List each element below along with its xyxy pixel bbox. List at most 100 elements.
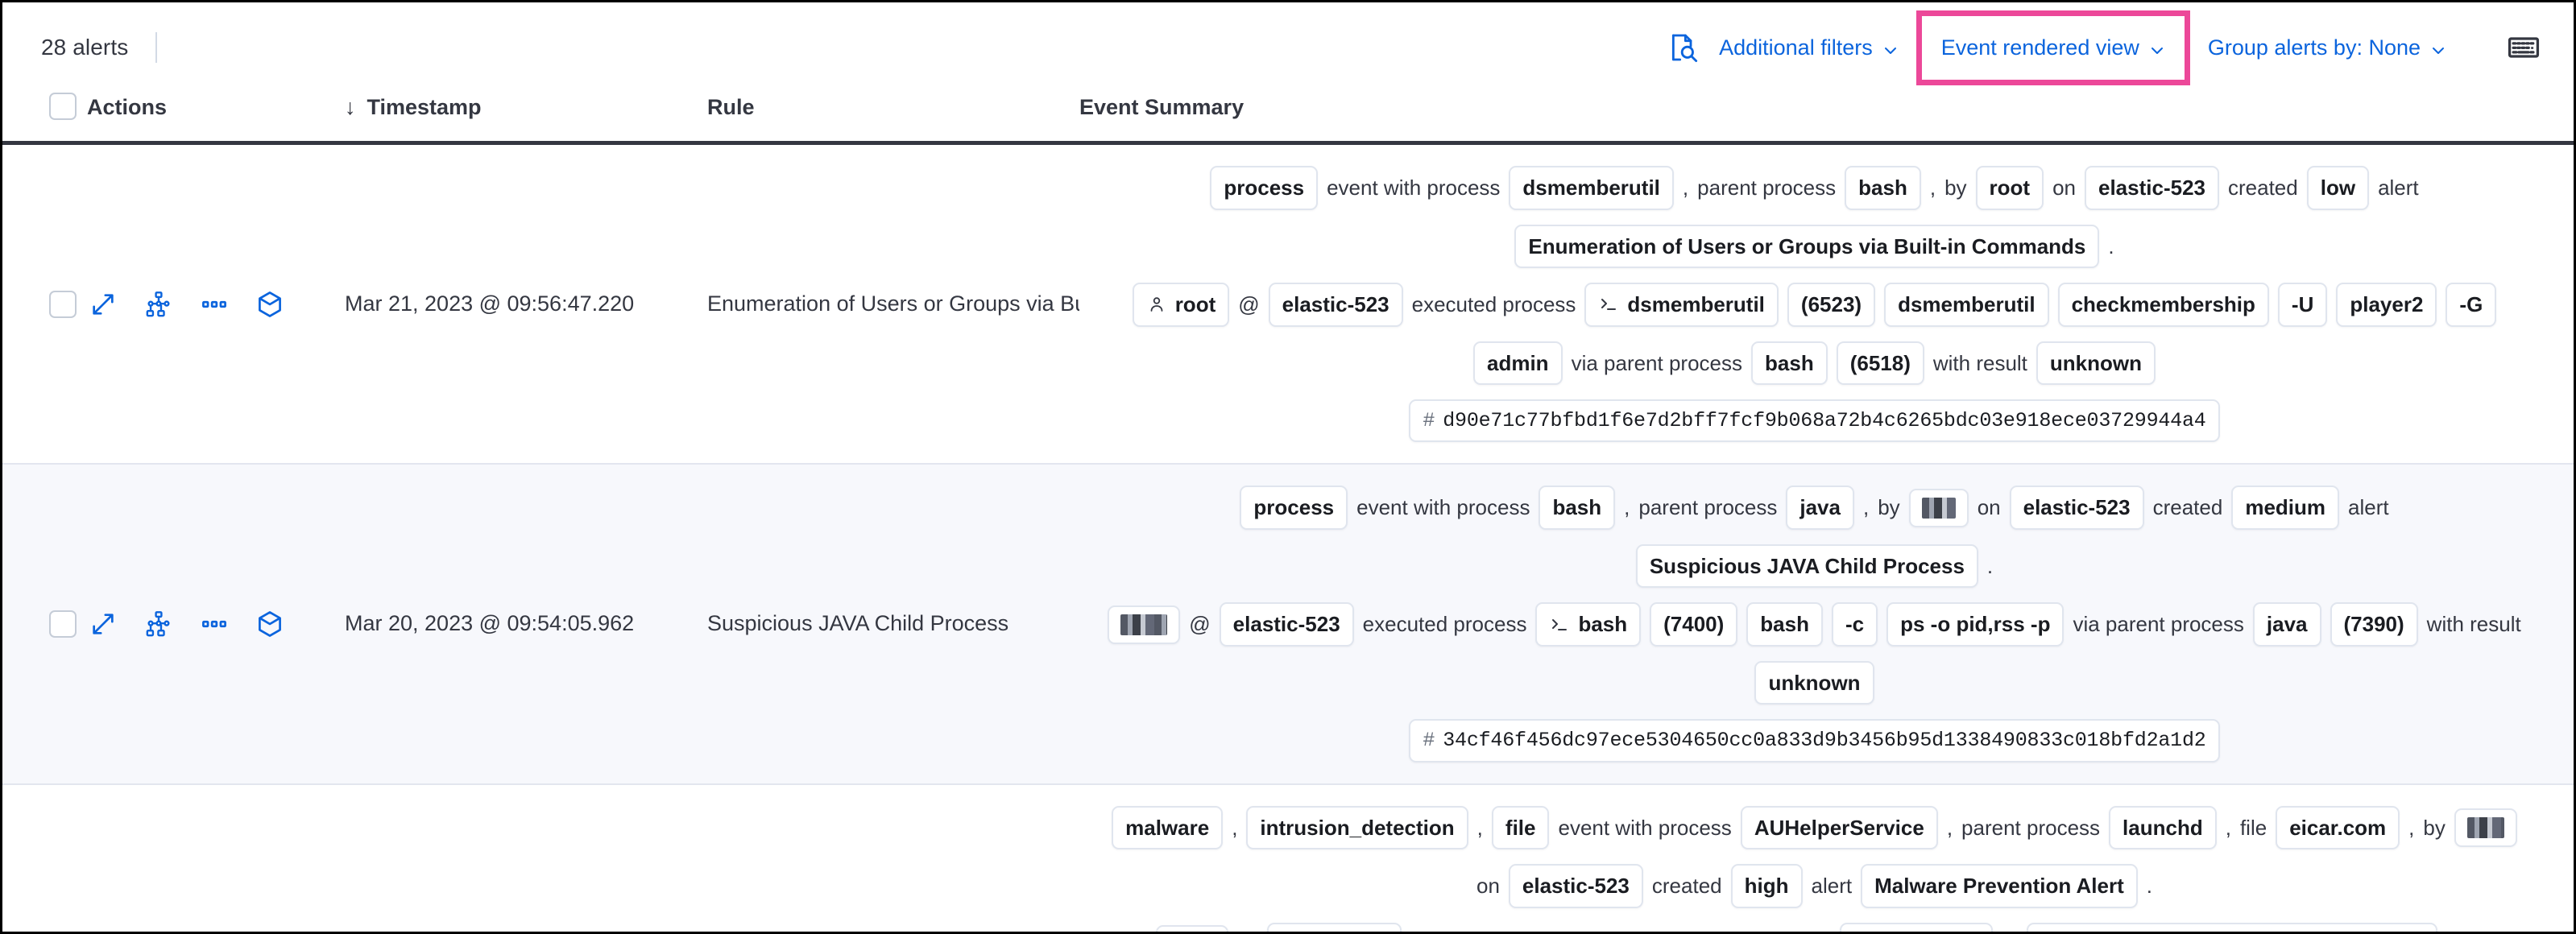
summary-text: , (2408, 815, 2415, 840)
expand-alert-details-icon[interactable] (87, 608, 119, 640)
event-field-chip[interactable]: bash (1751, 341, 1828, 385)
event-field-chip[interactable]: (7400) (1650, 602, 1738, 647)
event-field-chip[interactable]: low (2306, 166, 2370, 210)
redacted-user-chip[interactable] (1908, 488, 1969, 527)
event-field-chip[interactable]: eicar.com (2276, 805, 2400, 849)
summary-text: . (2146, 874, 2153, 898)
chip-label: file (1505, 815, 1536, 840)
event-field-chip[interactable]: bash (1535, 602, 1642, 647)
event-field-chip[interactable]: dsmemberutil (1584, 283, 1779, 327)
chip-label: elastic-523 (2098, 176, 2205, 200)
chip-label: ps -o pid,rss -p (1900, 612, 2051, 637)
event-field-chip[interactable]: java (2252, 602, 2321, 647)
additional-filters-dropdown[interactable]: Additional filters (1706, 27, 1911, 68)
event-field-chip[interactable]: unknown (2036, 341, 2156, 385)
event-field-chip[interactable]: elastic-523 (1508, 864, 1643, 908)
event-field-chip[interactable]: file (1491, 805, 1550, 849)
redaction-block (1921, 497, 1956, 519)
chip-label: (6518) (1849, 350, 1911, 375)
event-summary-line: Enumeration of Users or Groups via Built… (1079, 224, 2549, 268)
row-rule-name[interactable]: Enumeration of Users or Groups via Bui (707, 291, 1079, 316)
analyze-event-icon[interactable] (143, 608, 175, 640)
event-field-chip[interactable]: elastic-523 (2009, 486, 2144, 530)
row-select-checkbox[interactable] (49, 290, 77, 318)
event-field-chip[interactable]: bash (1539, 486, 1616, 530)
header-event-summary[interactable]: Event Summary (1079, 93, 2574, 143)
event-field-chip[interactable]: -U (2277, 283, 2328, 327)
table-row[interactable]: Mar 21, 2023 @ 09:56:47.220 Enumeration o… (2, 143, 2574, 464)
event-field-chip[interactable]: (6518) (1836, 341, 1924, 385)
chip-label: (6523) (1800, 292, 1862, 316)
chip-label: bash (1858, 176, 1907, 200)
file-hash-chip[interactable]: #d90e71c77bfbd1f6e7d2bff7fcf9b068a72b4c6… (1409, 399, 2220, 443)
keyboard-shortcuts-icon[interactable] (2501, 25, 2546, 70)
event-field-chip[interactable]: root (1132, 283, 1230, 327)
chip-label: (7390) (2343, 612, 2404, 637)
event-field-chip[interactable]: dsmemberutil (1884, 283, 2049, 327)
file-hash-chip[interactable]: #34cf46f456dc97ece5304650cc0a833d9b3456b… (1409, 719, 2220, 762)
event-field-chip[interactable]: elastic-523 (1267, 922, 1402, 932)
event-field-chip[interactable]: (6523) (1787, 283, 1876, 327)
row-rule-name[interactable]: Suspicious JAVA Child Process (707, 611, 1009, 636)
event-field-chip[interactable]: root (1975, 166, 2044, 210)
row-rule-name[interactable]: Malware Prevention Alert (707, 784, 1079, 932)
event-summary-line: unknown (1079, 660, 2549, 705)
redacted-user-chip[interactable] (1155, 924, 1228, 932)
event-field-chip[interactable]: process (1240, 486, 1348, 530)
event-field-chip[interactable]: /Users//EICAR/eicar.com (2027, 922, 2438, 932)
event-field-chip[interactable]: Malware Prevention Alert (1861, 864, 2138, 908)
event-field-chip[interactable]: launchd (2109, 805, 2217, 849)
event-field-chip[interactable]: Enumeration of Users or Groups via Built… (1514, 224, 2100, 268)
console-icon (1549, 614, 1570, 635)
select-all-checkbox[interactable] (49, 93, 77, 120)
event-field-chip[interactable]: bash (1845, 166, 1921, 210)
chip-label: unknown (2049, 350, 2142, 375)
event-field-chip[interactable]: medium (2231, 486, 2340, 530)
header-rule[interactable]: Rule (707, 93, 1079, 143)
event-field-chip[interactable]: elastic-523 (1268, 283, 1403, 327)
event-field-chip[interactable]: AUHelperService (1740, 805, 1938, 849)
event-field-chip[interactable]: admin (1472, 341, 1563, 385)
redacted-user-chip[interactable] (1108, 605, 1181, 644)
redacted-user-chip[interactable] (2454, 808, 2517, 847)
event-field-chip[interactable]: dsmemberutil (1509, 166, 1674, 210)
expand-alert-details-icon[interactable] (87, 288, 119, 320)
event-field-chip[interactable]: eicar.com (1839, 922, 1993, 932)
event-field-chip[interactable]: -c (1831, 602, 1878, 647)
table-row[interactable]: Mar 20, 2023 @ 09:43:38.348Malware Preve… (2, 784, 2574, 932)
event-field-chip[interactable]: checkmembership (2057, 283, 2269, 327)
event-field-chip[interactable]: ps -o pid,rss -p (1886, 602, 2065, 647)
more-actions-icon[interactable] (198, 608, 230, 640)
group-alerts-by-dropdown[interactable]: Group alerts by: None (2195, 27, 2459, 68)
summary-text: created (2227, 176, 2298, 200)
analyze-event-icon[interactable] (143, 288, 175, 320)
event-field-chip[interactable]: java (1786, 486, 1854, 530)
event-field-chip[interactable]: Suspicious JAVA Child Process (1635, 543, 1978, 589)
event-rendered-view-dropdown[interactable]: Event rendered view (1928, 27, 2178, 68)
more-actions-icon[interactable] (198, 288, 230, 320)
summary-text: parent process (1961, 815, 2101, 840)
event-field-chip[interactable]: -G (2446, 283, 2497, 327)
header-timestamp[interactable]: ↓ Timestamp (345, 93, 707, 143)
event-field-chip[interactable]: process (1210, 166, 1319, 210)
event-field-chip[interactable]: high (1730, 864, 1803, 908)
row-select-checkbox[interactable] (49, 610, 77, 638)
event-field-chip[interactable]: intrusion_detection (1246, 805, 1468, 849)
event-field-chip[interactable]: (7390) (2330, 602, 2418, 647)
event-field-chip[interactable]: malware (1112, 805, 1224, 849)
event-field-chip[interactable]: player2 (2336, 283, 2437, 327)
event-field-chip[interactable]: unknown (1754, 660, 1874, 705)
session-view-cube-icon[interactable] (254, 608, 286, 640)
summary-text: , (2225, 815, 2231, 840)
event-field-chip[interactable]: bash (1746, 602, 1823, 647)
session-view-cube-icon[interactable] (254, 288, 286, 320)
summary-text: @ (1189, 612, 1211, 637)
event-field-chip[interactable]: elastic-523 (2085, 166, 2219, 210)
inspect-query-icon[interactable] (1659, 24, 1706, 71)
event-field-chip[interactable]: elastic-523 (1219, 602, 1354, 647)
row-timestamp: Mar 21, 2023 @ 09:56:47.220 (345, 291, 635, 316)
chip-label: Malware Prevention Alert (1874, 874, 2124, 898)
summary-text: event with process (1327, 176, 1501, 200)
